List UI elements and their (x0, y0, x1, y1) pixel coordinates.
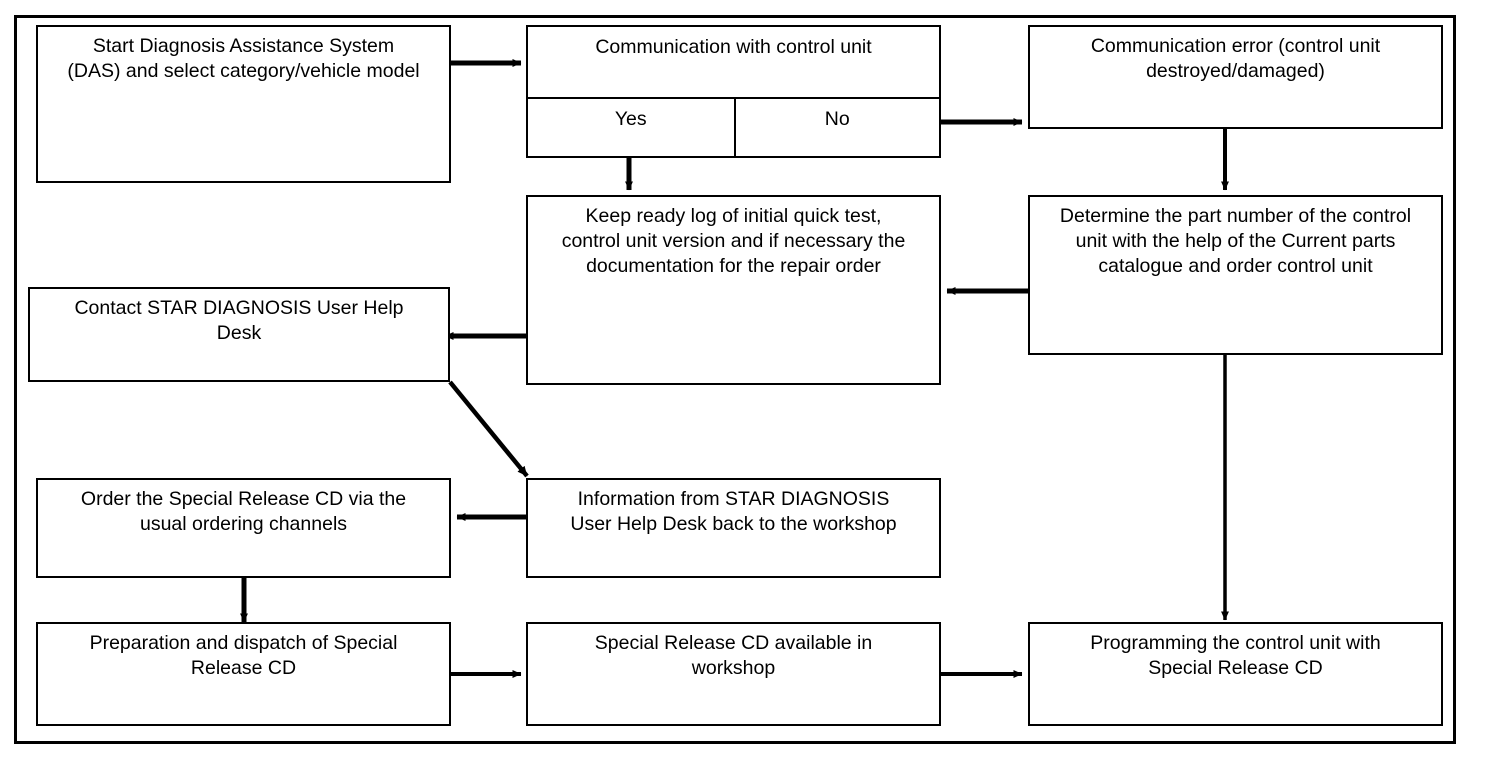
diagram-outer-frame (14, 15, 1456, 744)
option-yes[interactable]: Yes (614, 108, 647, 130)
node-order-cd[interactable]: Order the Special Release CD via the usu… (36, 478, 451, 578)
node-keep-ready-log[interactable]: Keep ready log of initial quick test, co… (526, 195, 941, 385)
node-programming-label: Programming the control unit with Specia… (1090, 632, 1381, 679)
node-contact-helpdesk[interactable]: Contact STAR DIAGNOSIS User Help Desk (28, 287, 450, 382)
node-programming[interactable]: Programming the control unit with Specia… (1028, 622, 1443, 726)
node-cd-available-label: Special Release CD available in workshop (594, 632, 873, 679)
node-start-das[interactable]: Start Diagnosis Assistance System (DAS) … (36, 25, 451, 183)
node-communication-label: Communication with control unit (595, 36, 872, 58)
node-determine-part-label: Determine the part number of the control… (1059, 205, 1412, 277)
node-info-back-label: Information from STAR DIAGNOSIS User Hel… (570, 488, 897, 535)
option-no[interactable]: No (733, 99, 940, 156)
node-prepare-dispatch[interactable]: Preparation and dispatch of Special Rele… (36, 622, 451, 726)
node-communication[interactable]: Communication with control unit Yes No (526, 25, 941, 158)
node-info-back[interactable]: Information from STAR DIAGNOSIS User Hel… (526, 478, 941, 578)
node-cd-available[interactable]: Special Release CD available in workshop (526, 622, 941, 726)
node-prepare-dispatch-label: Preparation and dispatch of Special Rele… (89, 632, 398, 679)
node-contact-helpdesk-label: Contact STAR DIAGNOSIS User Help Desk (74, 297, 404, 344)
node-comm-error-label: Communication error (control unit destro… (1090, 35, 1381, 82)
node-keep-ready-log-label: Keep ready log of initial quick test, co… (561, 205, 906, 277)
node-start-das-label: Start Diagnosis Assistance System (DAS) … (67, 35, 420, 82)
node-order-cd-label: Order the Special Release CD via the usu… (80, 488, 407, 535)
node-determine-part[interactable]: Determine the part number of the control… (1028, 195, 1443, 355)
node-comm-error[interactable]: Communication error (control unit destro… (1028, 25, 1443, 129)
node-communication-head: Communication with control unit (528, 27, 939, 99)
node-communication-options: Yes No (528, 99, 939, 156)
